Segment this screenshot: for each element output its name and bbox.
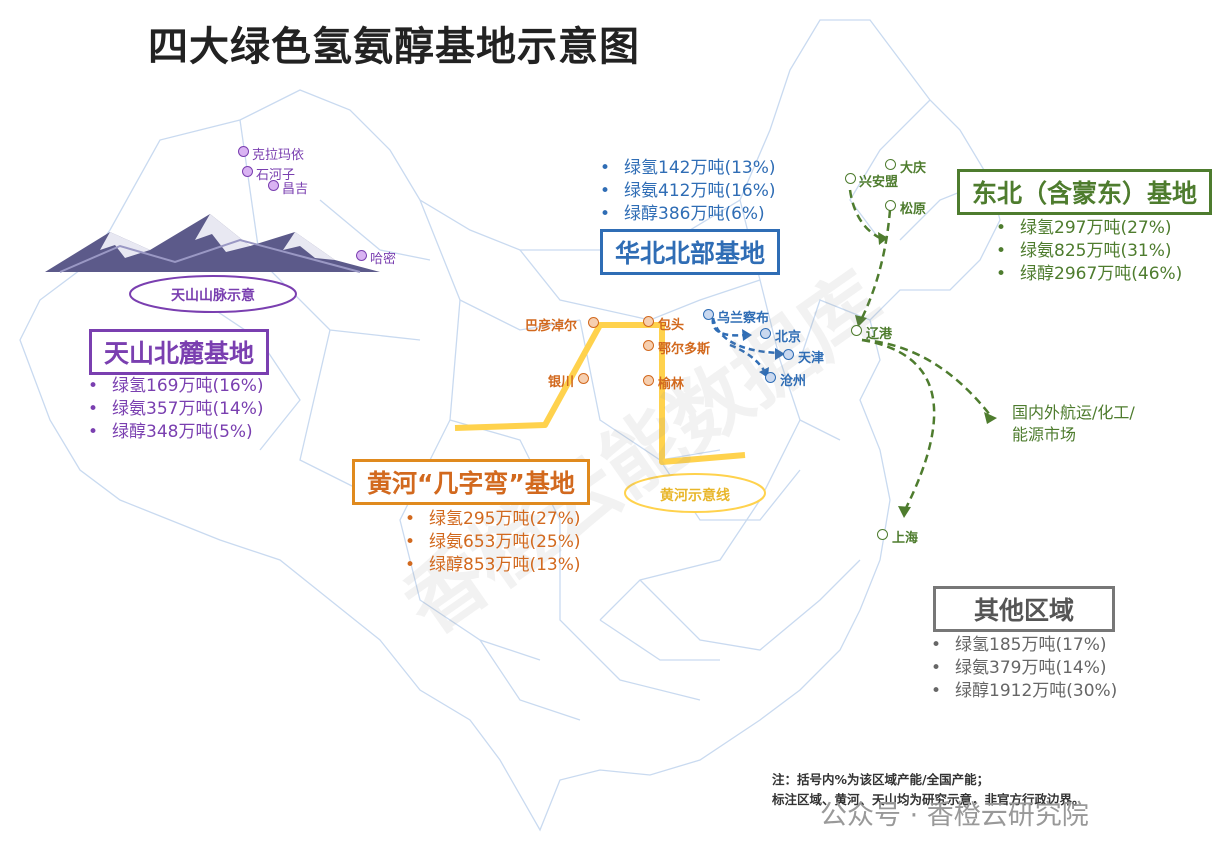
city-baotou: 包头 — [658, 318, 685, 333]
city-ulanqab: 乌兰察布 — [717, 311, 770, 326]
city-bayannur: 巴彦淖尔 — [525, 319, 578, 334]
stat-item: 绿氢297万吨(27%) — [996, 217, 1182, 240]
dongbei-arrowheads — [855, 232, 997, 518]
city-xinganmeng: 兴安盟 — [859, 175, 899, 190]
city-dot — [877, 529, 888, 540]
huabei-base-title: 华北北部基地 — [600, 229, 781, 275]
city-songyuan: 松原 — [900, 202, 927, 217]
stat-item: 绿醇2967万吨(46%) — [996, 263, 1182, 286]
footnote-line: 标注区域、黄河、天山均为研究示意，非官方行政边界。 — [772, 792, 1085, 807]
stat-item: 绿氢142万吨(13%) — [600, 157, 776, 180]
stat-item: 绿醇853万吨(13%) — [405, 554, 581, 577]
city-beijing: 北京 — [775, 330, 802, 345]
city-dot — [760, 328, 771, 339]
huanghe-base-title: 黄河“几字弯”基地 — [352, 459, 590, 505]
river-label-oval — [624, 473, 766, 513]
market-line: 国内外航运/化工/ — [1012, 403, 1135, 422]
other-stats: 绿氢185万吨(17%) 绿氨379万吨(14%) 绿醇1912万吨(30%) — [931, 634, 1117, 703]
other-base-title: 其他区域 — [933, 586, 1116, 632]
city-dot — [268, 180, 279, 191]
footnote-line: 注：括号内%为该区域产能/全国产能； — [772, 772, 990, 787]
city-dot — [643, 316, 654, 327]
country-border — [19, 19, 1001, 832]
city-dot — [643, 375, 654, 386]
tianshan-base-title: 天山北麓基地 — [89, 329, 270, 375]
city-yulin: 榆林 — [658, 377, 685, 392]
stat-item: 绿氢295万吨(27%) — [405, 508, 581, 531]
mountain-label: 天山山脉示意 — [171, 288, 255, 304]
stat-item: 绿氨825万吨(31%) — [996, 240, 1182, 263]
stat-item: 绿氨412万吨(16%) — [600, 180, 776, 203]
dongbei-stats: 绿氢297万吨(27%) 绿氨825万吨(31%) 绿醇2967万吨(46%) — [996, 217, 1182, 286]
stat-item: 绿醇348万吨(5%) — [88, 421, 264, 444]
city-hami: 哈密 — [370, 252, 397, 267]
city-dot — [643, 340, 654, 351]
city-dot — [851, 325, 862, 336]
huabei-arrows — [711, 317, 779, 373]
city-dot — [356, 250, 367, 261]
city-yinchuan: 银川 — [548, 375, 575, 390]
city-dot — [588, 317, 599, 328]
city-dot — [885, 200, 896, 211]
stat-item: 绿醇386万吨(6%) — [600, 203, 776, 226]
city-changji: 昌吉 — [282, 182, 309, 197]
stat-item: 绿氢185万吨(17%) — [931, 634, 1117, 657]
page-title: 四大绿色氢氨醇基地示意图 — [148, 24, 640, 70]
huanghe-stats: 绿氢295万吨(27%) 绿氨653万吨(25%) 绿醇853万吨(13%) — [405, 508, 581, 577]
stat-item: 绿氨357万吨(14%) — [88, 398, 264, 421]
huabei-stats: 绿氢142万吨(13%) 绿氨412万吨(16%) 绿醇386万吨(6%) — [600, 157, 776, 226]
city-shihezi: 石河子 — [256, 168, 296, 183]
dongbei-arrows — [848, 189, 991, 511]
city-karamay: 克拉玛依 — [252, 148, 305, 163]
market-label: 国内外航运/化工/ 能源市场 — [1012, 402, 1135, 446]
city-daqing: 大庆 — [900, 161, 927, 176]
city-dot — [238, 146, 249, 157]
tianshan-mountains — [45, 214, 380, 273]
city-dot — [242, 166, 253, 177]
city-dot — [845, 173, 856, 184]
footer-source: 公众号 · 香橙云研究院 — [820, 800, 1089, 831]
city-dot — [885, 159, 896, 170]
city-cangzhou: 沧州 — [780, 374, 807, 389]
stat-item: 绿氢169万吨(16%) — [88, 375, 264, 398]
city-dot — [703, 309, 714, 320]
city-dot — [578, 373, 589, 384]
river-label: 黄河示意线 — [660, 488, 730, 504]
city-tianjin: 天津 — [798, 351, 825, 366]
stat-item: 绿醇1912万吨(30%) — [931, 680, 1117, 703]
stat-item: 绿氨379万吨(14%) — [931, 657, 1117, 680]
dongbei-base-title: 东北（含蒙东）基地 — [957, 169, 1213, 215]
tianshan-stats: 绿氢169万吨(16%) 绿氨357万吨(14%) 绿醇348万吨(5%) — [88, 375, 264, 444]
city-ordos: 鄂尔多斯 — [658, 342, 711, 357]
city-dot — [783, 349, 794, 360]
yellow-river-line — [454, 322, 746, 465]
market-line: 能源市场 — [1012, 425, 1077, 444]
city-liaogang: 辽港 — [866, 327, 893, 342]
mountain-label-oval — [129, 275, 297, 313]
stat-item: 绿氨653万吨(25%) — [405, 531, 581, 554]
city-shanghai: 上海 — [892, 531, 919, 546]
footnote: 注：括号内%为该区域产能/全国产能； 标注区域、黄河、天山均为研究示意，非官方行… — [772, 770, 1085, 810]
city-dot — [765, 372, 776, 383]
